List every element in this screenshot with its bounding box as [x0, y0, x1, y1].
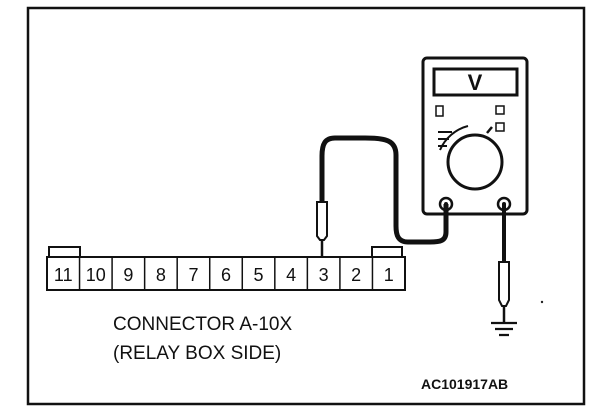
connector-right-tab [371, 246, 403, 257]
positive-lead-wire [319, 135, 449, 245]
voltmeter-display-text: V [468, 70, 483, 95]
connector-pin-2: 2 [351, 265, 361, 285]
voltmeter-dial-pointer [486, 126, 493, 134]
voltmeter-button-1 [495, 105, 505, 115]
figure-id-label: AC101917AB [421, 376, 508, 392]
voltmeter-scale [439, 125, 469, 151]
ground-test-lead [491, 204, 517, 337]
voltmeter-button-3 [435, 105, 444, 117]
connector-left-tab [48, 246, 81, 257]
speck [540, 300, 544, 304]
ground-probe-handle [498, 261, 510, 307]
connector-pin-9: 9 [123, 265, 133, 285]
connector-pin-1: 1 [384, 265, 394, 285]
voltmeter-selector-dial [446, 133, 504, 191]
connector-pin-10: 10 [86, 265, 106, 285]
connector-pin-6: 6 [221, 265, 231, 285]
connector-name-label: CONNECTOR A-10X [113, 314, 292, 335]
diagram-frame [26, 6, 586, 406]
voltmeter-button-2 [495, 122, 505, 132]
connector-pin-5: 5 [254, 265, 264, 285]
positive-probe-handle [316, 201, 328, 241]
ground-icon [491, 321, 517, 337]
connector-body [46, 256, 406, 291]
connector-a-10x: 11 10 9 8 7 6 5 4 3 2 1 [46, 246, 406, 291]
connector-pin-3: 3 [319, 265, 329, 285]
voltmeter: V [421, 56, 529, 216]
voltmeter-scale-ticks [438, 131, 452, 147]
connector-pin-7: 7 [188, 265, 198, 285]
connector-pin-8: 8 [156, 265, 166, 285]
voltmeter-display [432, 67, 519, 97]
positive-test-lead [316, 135, 449, 258]
connector-side-label: (RELAY BOX SIDE) [113, 343, 281, 364]
connector-pin-4: 4 [286, 265, 296, 285]
connector-pin-11: 11 [54, 265, 73, 285]
